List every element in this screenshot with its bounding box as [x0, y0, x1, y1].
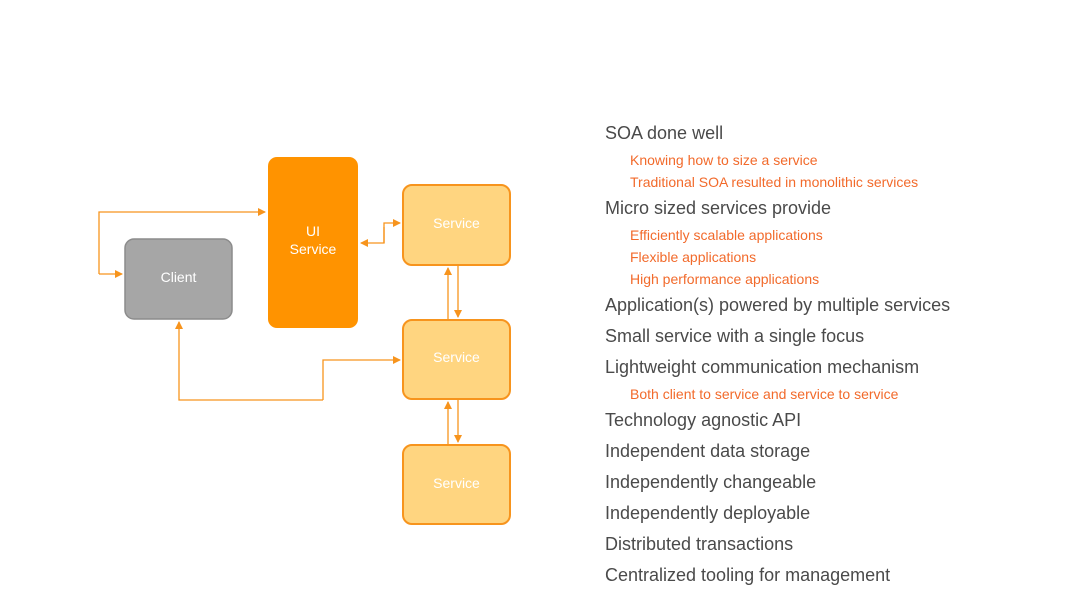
- sub-bullet-item: Efficiently scalable applications: [630, 227, 823, 243]
- bullet-item: Centralized tooling for management: [605, 565, 891, 585]
- bullet-item: Micro sized services provide: [605, 198, 832, 218]
- ui-service-label-line2: Service: [290, 241, 337, 257]
- bullet-item: Lightweight communication mechanism: [605, 357, 920, 377]
- client-label: Client: [161, 269, 197, 285]
- sub-bullet-item: Flexible applications: [630, 249, 757, 265]
- ui-service-label-line1: UI: [306, 223, 320, 239]
- ui-service-node: UI Service: [268, 157, 358, 328]
- bullet-group: Distributed transactions: [605, 529, 1065, 560]
- service-middle-label: Service: [433, 349, 480, 365]
- service-node-top: Service: [402, 184, 511, 266]
- arrow-client-to-service-middle: [322, 356, 401, 400]
- service-node-middle: Service: [402, 319, 511, 400]
- bullet-item: SOA done well: [605, 123, 724, 143]
- service-top-label: Service: [433, 215, 480, 231]
- bullet-group: Small service with a single focus: [605, 321, 1065, 352]
- bullet-group: Application(s) powered by multiple servi…: [605, 290, 1065, 321]
- architecture-diagram: Client UI Service Service Service Servic…: [98, 157, 511, 525]
- service-node-bottom: Service: [402, 444, 511, 525]
- bullet-item: Independent data storage: [605, 441, 811, 461]
- bullet-item: Small service with a single focus: [605, 326, 865, 346]
- client-node: Client: [124, 238, 233, 320]
- service-bottom-label: Service: [433, 475, 480, 491]
- bullet-group: Independent data storage: [605, 436, 1065, 467]
- bullet-group: Technology agnostic API: [605, 405, 1065, 436]
- arrow-service-top-to-ui-service: [360, 227, 385, 247]
- bullet-group: Independently changeable: [605, 467, 1065, 498]
- bullet-group: Independently deployable: [605, 498, 1065, 529]
- sub-bullet-item: High performance applications: [630, 271, 820, 287]
- arrow-ui-service-to-service-top: [383, 219, 401, 243]
- sub-bullet-item: Both client to service and service to se…: [630, 386, 899, 402]
- bullet-item: Distributed transactions: [605, 534, 794, 554]
- sub-bullet-item: Knowing how to size a service: [630, 152, 818, 168]
- bullet-group: Centralized tooling for management: [605, 560, 1065, 591]
- arrow-service-middle-to-client: [175, 321, 323, 401]
- bullet-item: Application(s) powered by multiple servi…: [605, 295, 951, 315]
- bullet-item: Independently changeable: [605, 472, 817, 492]
- bullet-item: Independently deployable: [605, 503, 811, 523]
- bullet-item: Technology agnostic API: [605, 410, 802, 430]
- sub-bullet-item: Traditional SOA resulted in monolithic s…: [630, 174, 919, 190]
- arrow-client-to-ui-service: [98, 208, 266, 274]
